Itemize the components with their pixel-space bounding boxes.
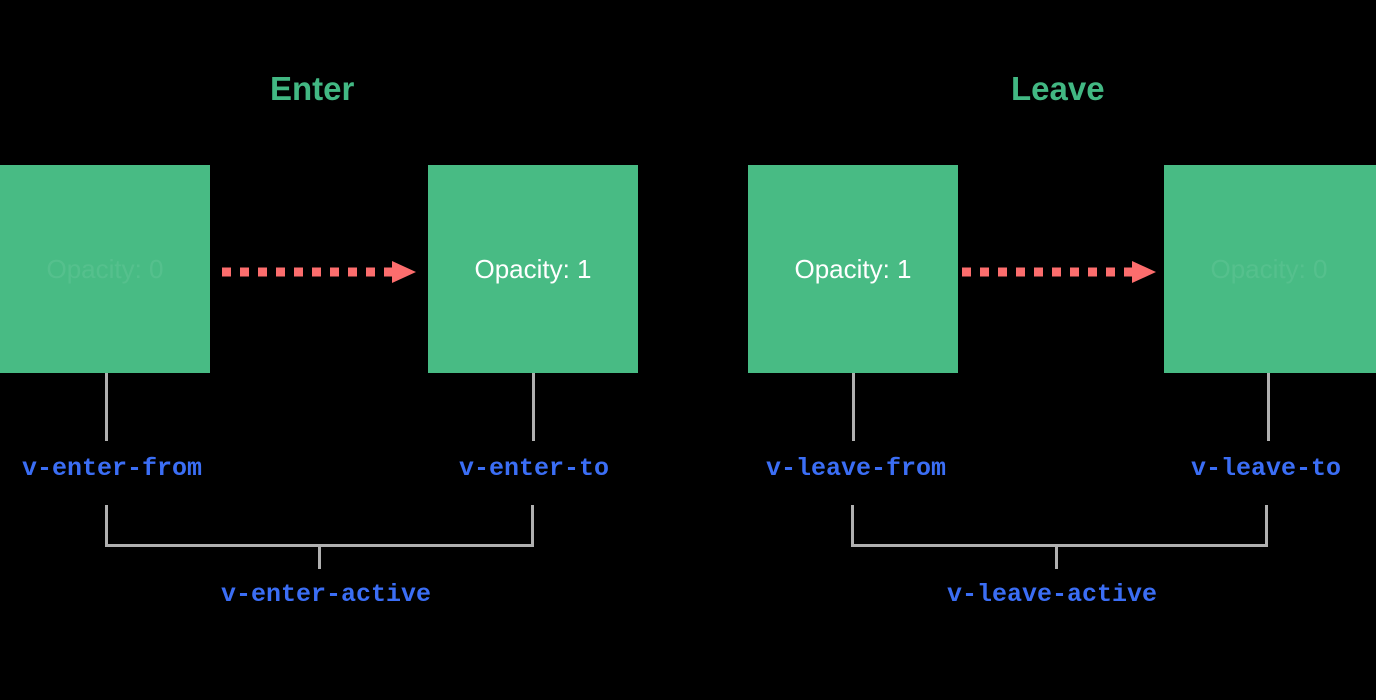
class-label-v-enter-to: v-enter-to [458, 454, 610, 483]
state-box-leave-to: Opacity: 0 [1164, 165, 1376, 373]
box-label-enter-to: Opacity: 1 [474, 253, 592, 284]
class-label-v-enter-active: v-enter-active [220, 580, 432, 609]
bracket-enter-active [105, 505, 534, 547]
connector-enter-to [532, 373, 535, 441]
section-title-enter: Enter [270, 70, 355, 107]
enter-transition-arrow [220, 261, 418, 283]
box-label-leave-to: Opacity: 0 [1210, 253, 1328, 284]
class-label-v-leave-from: v-leave-from [765, 454, 947, 483]
box-label-enter-from: Opacity: 0 [46, 253, 164, 284]
connector-enter-from [105, 373, 108, 441]
bracket-stem-leave-active [1055, 545, 1058, 569]
box-label-leave-from: Opacity: 1 [794, 253, 912, 284]
state-box-enter-from: Opacity: 0 [0, 165, 210, 373]
section-title-leave: Leave [1011, 70, 1105, 107]
class-label-v-enter-from: v-enter-from [21, 454, 203, 483]
leave-transition-arrow [960, 261, 1158, 283]
connector-leave-from [852, 373, 855, 441]
connector-leave-to [1267, 373, 1270, 441]
bracket-stem-enter-active [318, 545, 321, 569]
class-label-v-leave-to: v-leave-to [1190, 454, 1342, 483]
state-box-enter-to: Opacity: 1 [428, 165, 638, 373]
class-label-v-leave-active: v-leave-active [946, 580, 1158, 609]
state-box-leave-from: Opacity: 1 [748, 165, 958, 373]
bracket-leave-active [851, 505, 1268, 547]
